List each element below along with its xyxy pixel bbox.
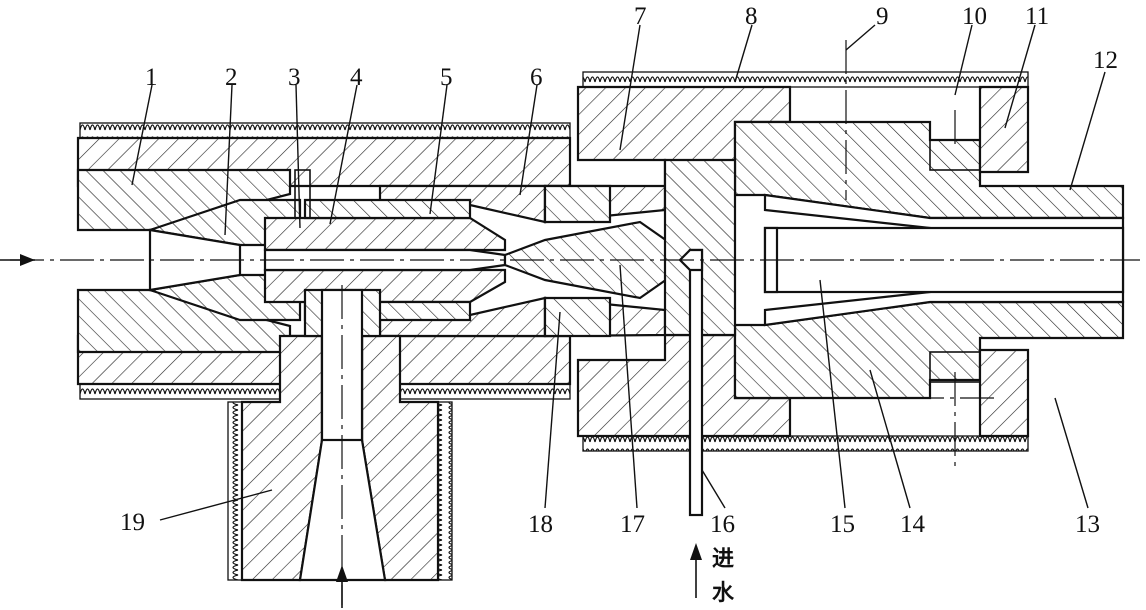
part-label-1: 1	[145, 64, 158, 91]
water-inlet-char-1: 进	[712, 547, 734, 572]
part-label-14: 14	[900, 511, 926, 538]
part-label-18: 18	[528, 511, 553, 538]
leader-lines	[131, 24, 1106, 521]
flange-blocks	[929, 85, 1030, 438]
part-label-17: 17	[620, 511, 645, 538]
part-label-5: 5	[440, 64, 453, 91]
part-label-12: 12	[1093, 47, 1118, 74]
part-label-10: 10	[962, 3, 987, 30]
centre-lines	[10, 40, 1140, 605]
part-number-labels: 1 2 3 4 5 6 7 8 9 10 11 12 13 14 15 16 1…	[120, 3, 1118, 538]
middle-casing	[543, 85, 792, 438]
flow-arrows	[0, 254, 702, 608]
part-label-4: 4	[350, 64, 363, 91]
part-label-15: 15	[830, 511, 855, 538]
part-label-16: 16	[710, 511, 735, 538]
part-label-13: 13	[1075, 511, 1100, 538]
part-label-9: 9	[876, 3, 889, 30]
water-inlet-label: 进 水	[712, 547, 735, 606]
part-label-6: 6	[530, 64, 543, 91]
water-inlet-char-2: 水	[712, 581, 735, 606]
part-label-8: 8	[745, 3, 758, 30]
part-label-7: 7	[634, 3, 647, 30]
water-inlet-pipe	[663, 158, 779, 517]
part-label-3: 3	[288, 64, 301, 91]
part-label-19: 19	[120, 509, 145, 536]
part-label-2: 2	[225, 64, 238, 91]
part-label-11: 11	[1025, 3, 1049, 30]
